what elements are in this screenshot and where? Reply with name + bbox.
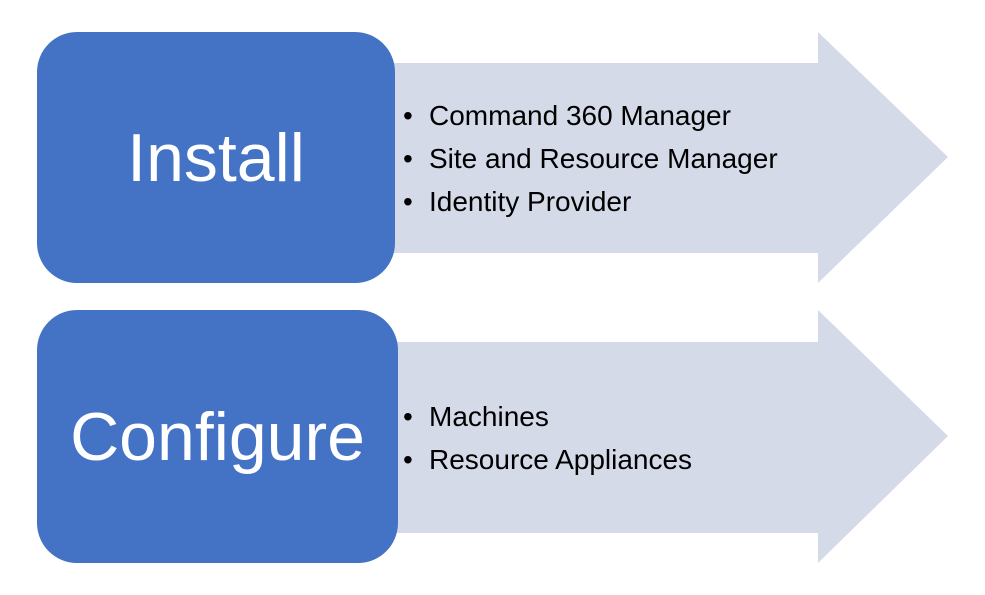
- bullet-item: • Identity Provider: [403, 180, 815, 223]
- process-arrow-install: [393, 32, 948, 283]
- stage-box-configure: Configure: [37, 310, 398, 563]
- bullet-item-text: Command 360 Manager: [429, 99, 731, 131]
- bullet-item-text: Machines: [429, 400, 549, 432]
- bullet-marker-icon: •: [403, 142, 413, 174]
- bullet-item: • Machines: [403, 395, 815, 438]
- right-arrow-shape-icon: [393, 310, 948, 563]
- bullet-item: • Site and Resource Manager: [403, 137, 815, 180]
- stage-box-install: Install: [37, 32, 395, 283]
- bullet-marker-icon: •: [403, 185, 413, 217]
- bullet-item-text: Identity Provider: [429, 185, 632, 217]
- bullet-list-install: • Command 360 Manager • Site and Resourc…: [403, 63, 815, 253]
- stage-label-configure: Configure: [70, 398, 365, 475]
- bullet-item-text: Site and Resource Manager: [429, 142, 778, 174]
- right-arrow-shape-icon: [393, 32, 948, 283]
- bullet-item: • Resource Appliances: [403, 438, 815, 481]
- stage-label-install: Install: [127, 119, 305, 196]
- bullet-list-configure: • Machines • Resource Appliances: [403, 342, 815, 533]
- bullet-item: • Command 360 Manager: [403, 94, 815, 137]
- bullet-marker-icon: •: [403, 400, 413, 432]
- bullet-marker-icon: •: [403, 99, 413, 131]
- bullet-item-text: Resource Appliances: [429, 443, 693, 475]
- bullet-marker-icon: •: [403, 443, 413, 475]
- process-arrow-configure: [393, 310, 948, 563]
